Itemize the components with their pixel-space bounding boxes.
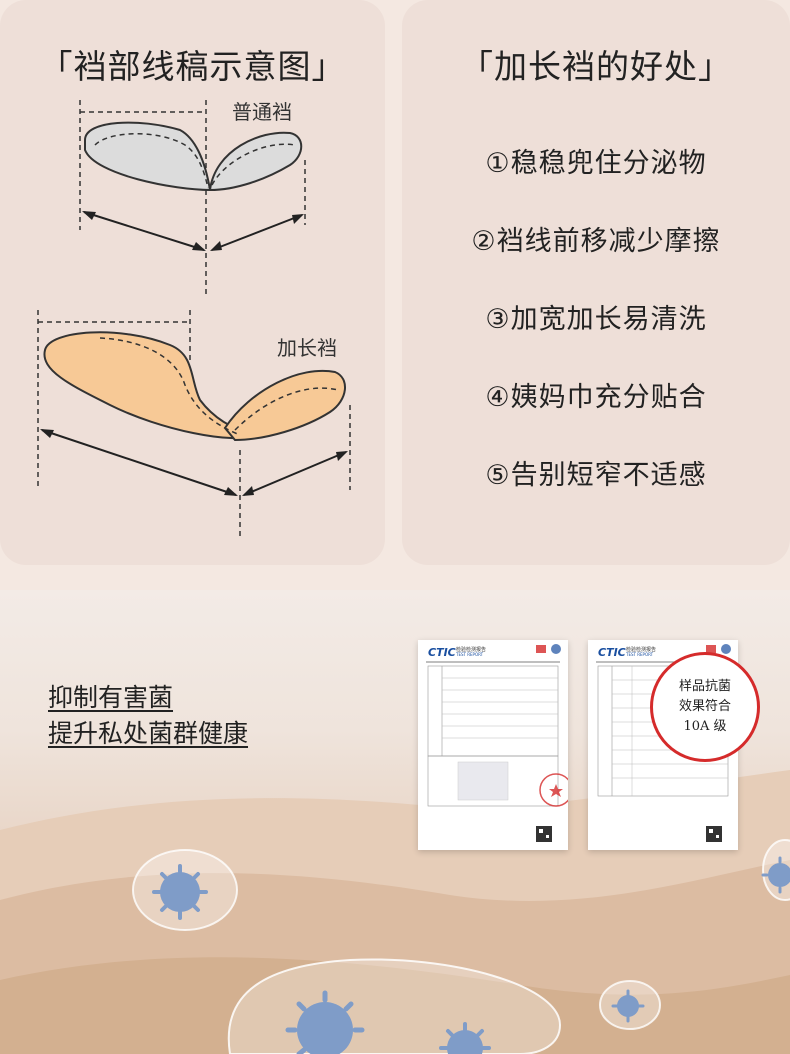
stamp-line-1: 样品抗菌 <box>678 679 731 694</box>
stamp-line-3: 10A 级 <box>683 719 727 734</box>
benefit-item: ⑤告别短窄不适感 <box>485 460 707 491</box>
benefits-card: 「加长裆的好处」 ①稳稳兜住分泌物 ②裆线前移减少摩擦 ③加宽加长易清洗 ④姨妈… <box>402 0 790 565</box>
virus-icon <box>611 989 645 1023</box>
antibacterial-grade-stamp: 样品抗菌 效果符合 10A 级 <box>650 652 760 762</box>
label-long-crotch: 加长裆 <box>277 336 337 360</box>
benefit-item: ③加宽加长易清洗 <box>485 304 707 335</box>
ctic-logo: CTIC <box>598 646 626 659</box>
promo-text: 抑制有害菌 提升私处菌群健康 <box>48 680 248 752</box>
diagram-title: 「裆部线稿示意图」 <box>39 47 346 86</box>
benefits-list: ①稳稳兜住分泌物 ②裆线前移减少摩擦 ③加宽加长易清洗 ④姨妈巾充分贴合 ⑤告别… <box>402 140 790 530</box>
crotch-diagram-card: 「裆部线稿示意图」 普通裆 加 <box>0 0 385 565</box>
virus-icon <box>152 864 208 920</box>
report-subtitle-en: TEST REPORT <box>456 652 484 657</box>
virus-icon <box>285 990 365 1054</box>
stamp-line-2: 效果符合 <box>678 699 731 714</box>
virus-icon <box>761 856 790 894</box>
benefit-item: ②裆线前移减少摩擦 <box>471 226 721 257</box>
report-subtitle-en: TEST REPORT <box>626 652 654 657</box>
ctic-logo: CTIC <box>428 646 456 659</box>
virus-icon <box>439 1022 491 1054</box>
benefit-item: ①稳稳兜住分泌物 <box>485 148 707 179</box>
report-subtitle: 检验检测报告 <box>456 647 487 653</box>
benefits-title: 「加长裆的好处」 <box>460 47 732 86</box>
crotch-line-drawing <box>37 100 351 540</box>
benefit-item: ④姨妈巾充分贴合 <box>485 382 707 413</box>
report-table-graphic <box>426 644 568 842</box>
label-normal-crotch: 普通裆 <box>232 100 292 124</box>
report-subtitle: 检验检测报告 <box>626 647 657 653</box>
promo-line-2: 提升私处菌群健康 <box>48 719 249 748</box>
test-report-page-1: CTIC 检验检测报告 TEST REPORT <box>418 640 568 850</box>
promo-line-1: 抑制有害菌 <box>48 683 174 712</box>
